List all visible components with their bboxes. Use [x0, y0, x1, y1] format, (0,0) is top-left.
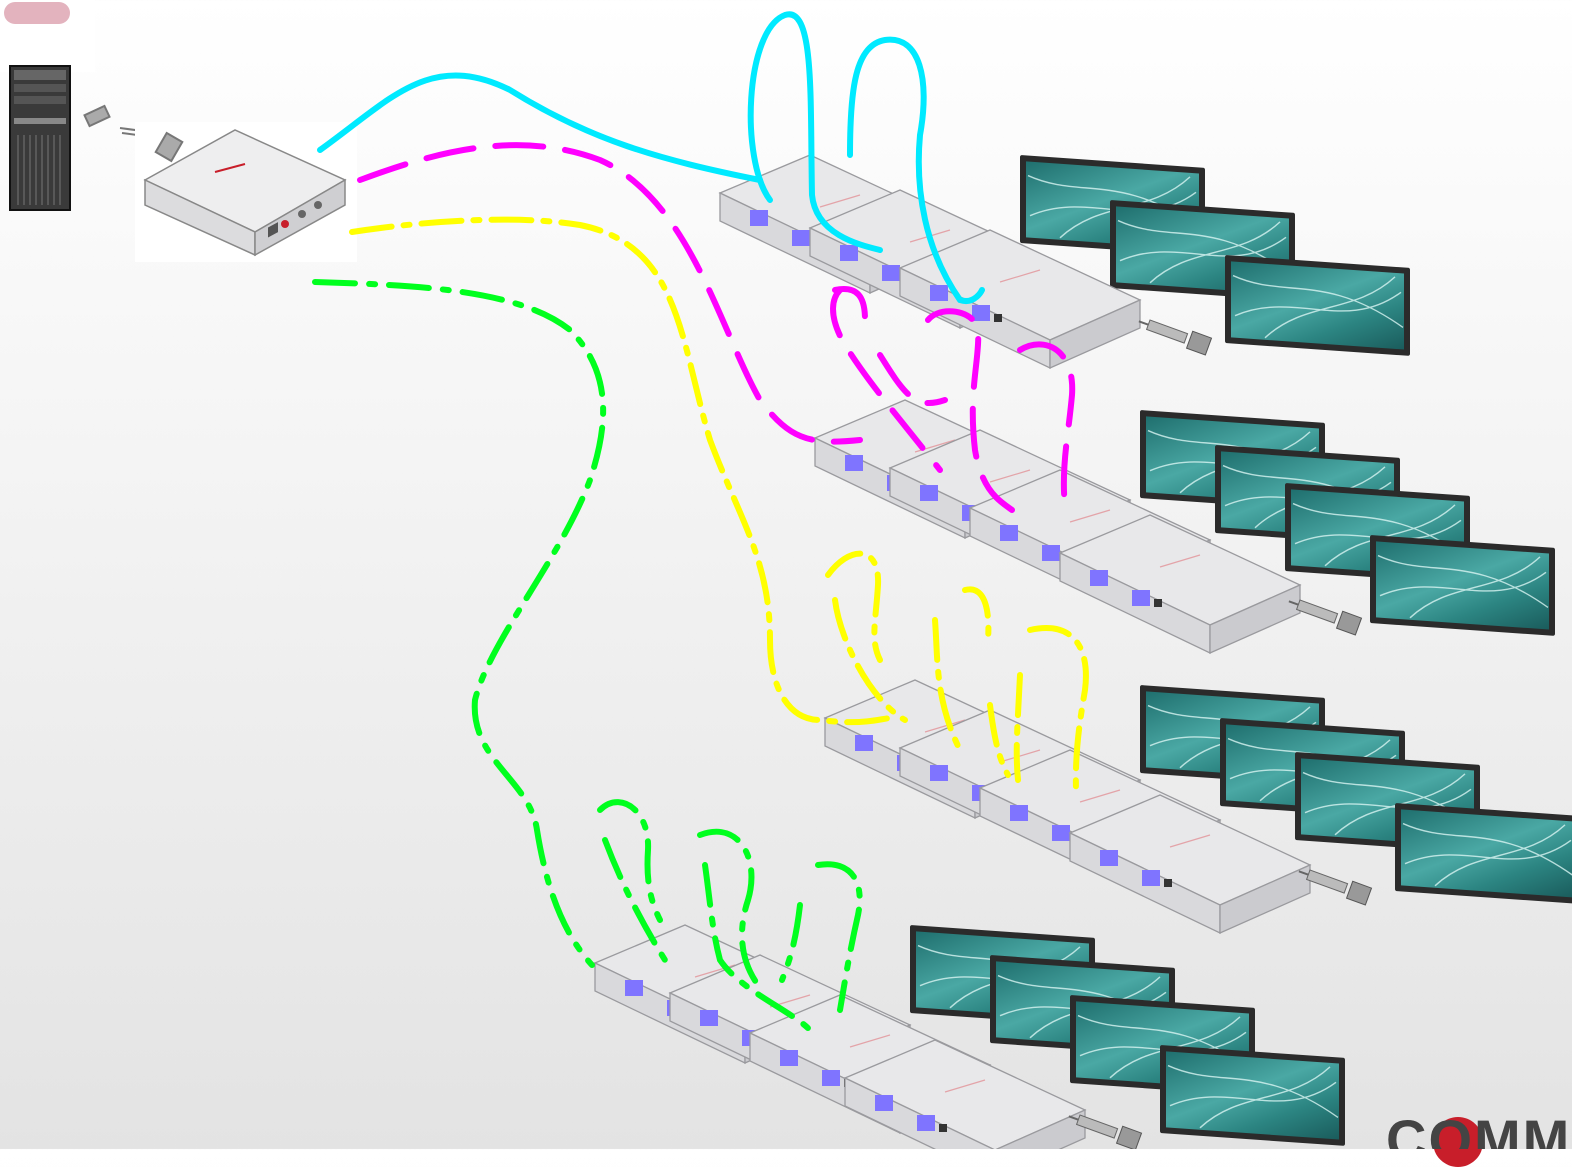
network-port	[875, 1095, 893, 1111]
receiver-group-green	[593, 924, 1345, 1149]
receiver-group-magenta	[813, 399, 1555, 655]
network-port	[1090, 570, 1108, 586]
video-port	[1142, 870, 1160, 886]
plug-icon	[1068, 1114, 1143, 1149]
network-port	[1100, 850, 1118, 866]
video-port	[822, 1070, 840, 1086]
network-port	[920, 485, 938, 501]
video-port	[972, 305, 990, 321]
cable-yellow	[825, 550, 883, 663]
network-port	[750, 210, 768, 226]
comms-logo: COMMS	[1386, 1112, 1572, 1149]
cable-magenta	[357, 142, 863, 445]
cable-magenta	[830, 287, 943, 473]
cable-green	[815, 861, 863, 1013]
network-port	[855, 735, 873, 751]
display-monitor-icon	[1395, 803, 1572, 904]
cable-group-green	[312, 279, 863, 1033]
cable-green	[312, 279, 607, 968]
video-port	[1042, 545, 1060, 561]
cable-yellow	[1027, 625, 1089, 793]
cable-yellow	[987, 702, 1011, 778]
plug-icon	[1298, 869, 1373, 906]
plug-icon	[154, 131, 184, 163]
corner-badge	[0, 0, 95, 72]
network-port	[840, 245, 858, 261]
network-port	[1000, 525, 1018, 541]
cable-yellow	[349, 216, 893, 726]
receiver-group-cyan	[718, 154, 1410, 370]
cable-green	[597, 799, 663, 923]
cable-cyan	[747, 11, 883, 253]
transmitter-unit	[135, 122, 357, 262]
plug-icon	[1138, 319, 1213, 356]
video-port	[917, 1115, 935, 1131]
network-port	[845, 455, 863, 471]
cable-yellow	[932, 617, 963, 753]
network-port	[1010, 805, 1028, 821]
cable-yellow	[962, 586, 992, 643]
pc-tower-icon	[9, 65, 71, 211]
cable-magenta	[832, 286, 868, 323]
cable-group-magenta	[357, 142, 1076, 518]
display-monitor-icon	[1370, 535, 1555, 636]
receiver-unit	[843, 1039, 1087, 1149]
network-port	[780, 1050, 798, 1066]
video-port	[1052, 825, 1070, 841]
video-port	[1132, 590, 1150, 606]
cable-magenta	[1017, 341, 1076, 518]
cable-magenta	[877, 352, 948, 406]
network-port	[930, 765, 948, 781]
network-port	[625, 980, 643, 996]
plug-icon	[1288, 599, 1363, 636]
cable-cyan	[847, 36, 985, 304]
cable-group-yellow	[349, 216, 1089, 793]
cable-green	[702, 862, 813, 1033]
network-port	[930, 285, 948, 301]
video-port	[792, 230, 810, 246]
receiver-unit	[1068, 794, 1312, 935]
cable-green	[697, 828, 761, 988]
network-port	[700, 1010, 718, 1026]
display-monitor-icon	[1160, 1045, 1345, 1146]
cable-yellow	[832, 597, 908, 723]
cable-yellow	[1013, 672, 1023, 783]
cable-magenta	[925, 308, 1015, 513]
receiver-unit	[1058, 514, 1302, 655]
receiver-unit	[898, 229, 1142, 370]
cable-green	[602, 837, 668, 963]
receiver-group-yellow	[823, 679, 1572, 935]
cable-group-cyan	[317, 11, 985, 304]
video-port	[882, 265, 900, 281]
display-monitor-icon	[1225, 255, 1410, 356]
cable-green	[779, 902, 803, 983]
cable-cyan	[317, 72, 763, 183]
badge-mark	[4, 2, 70, 24]
